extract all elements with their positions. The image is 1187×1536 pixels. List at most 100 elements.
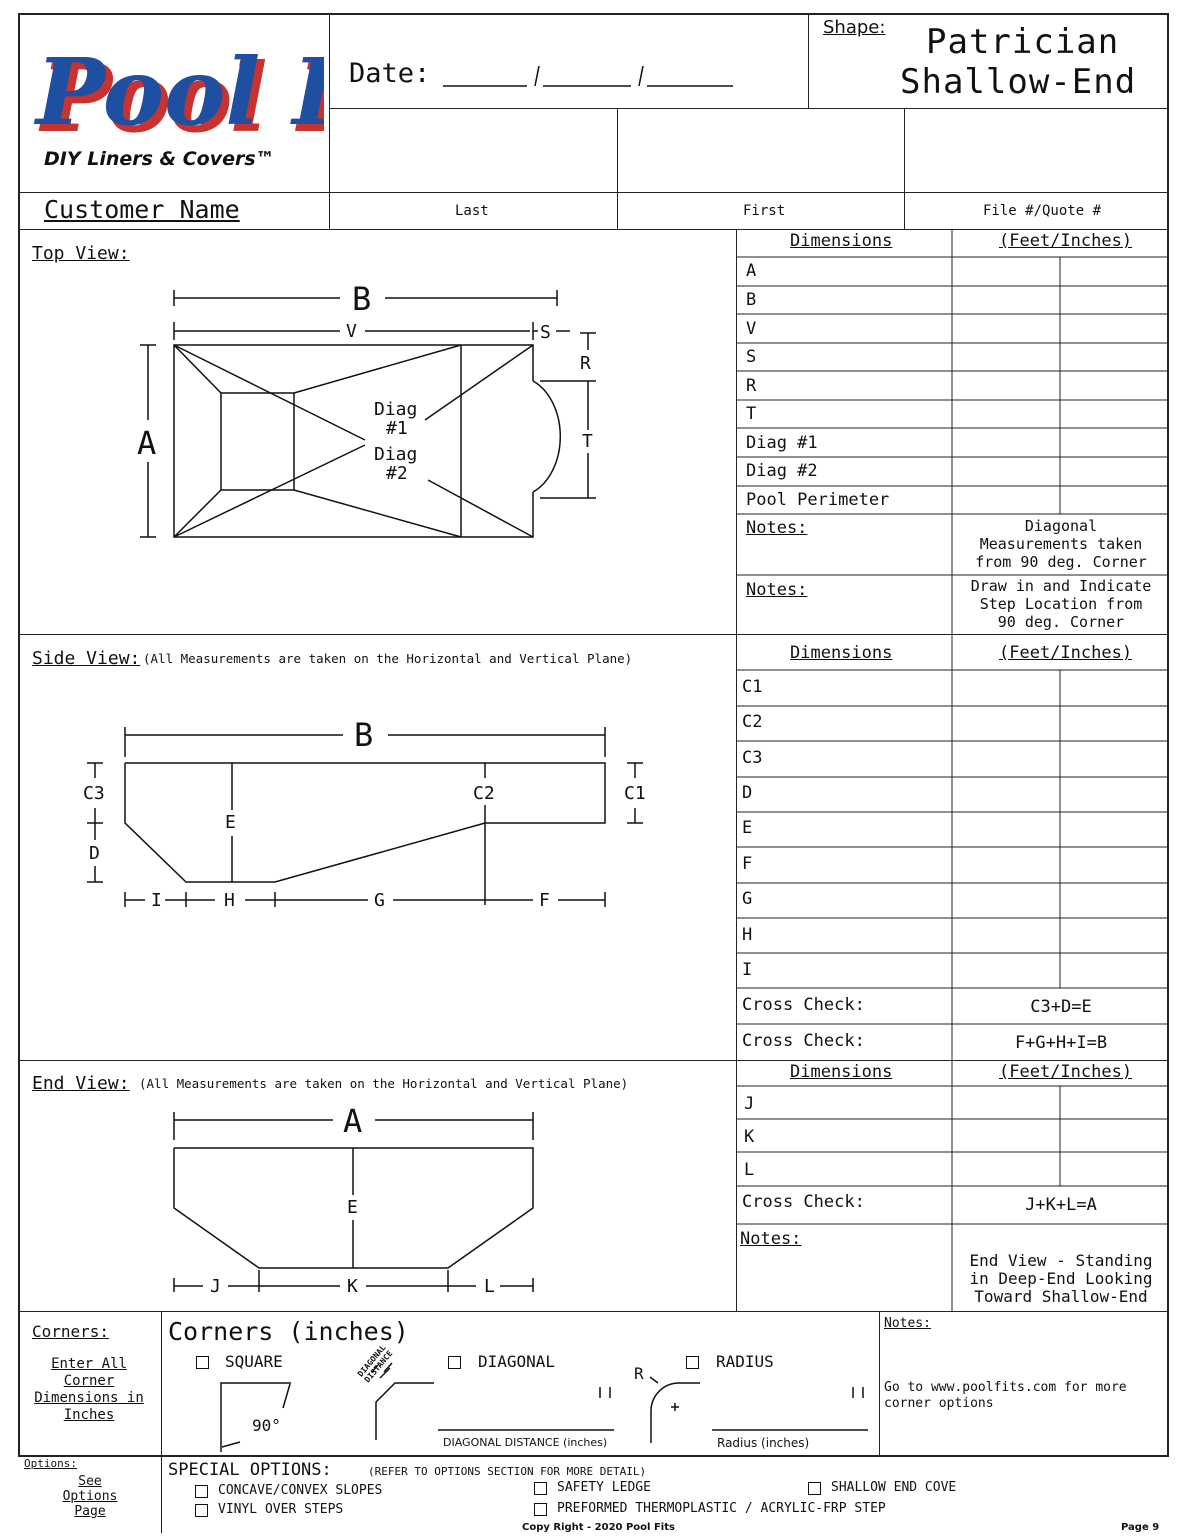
top-b-label: B bbox=[352, 280, 372, 318]
safety-ledge-label: SAFETY LEDGE bbox=[557, 1480, 651, 1495]
corners-title: Corners (inches) bbox=[168, 1317, 409, 1346]
first-name-field[interactable] bbox=[618, 109, 904, 192]
side-g-label: G bbox=[374, 890, 385, 911]
angle-label: 90° bbox=[252, 1416, 281, 1435]
top-v-label: V bbox=[346, 321, 357, 342]
side-row-h: H bbox=[742, 925, 753, 945]
customer-name-label: Customer Name bbox=[44, 195, 240, 224]
end-cross-check-value: J+K+L=A bbox=[1025, 1195, 1097, 1215]
top-s-label: S bbox=[540, 322, 551, 343]
side-unit-header: (Feet/Inches) bbox=[999, 643, 1133, 663]
preformed-step-label: PREFORMED THERMOPLASTIC / ACRYLIC-FRP ST… bbox=[557, 1501, 886, 1516]
divider bbox=[329, 13, 330, 229]
divider bbox=[904, 108, 905, 229]
top-r-label: R bbox=[580, 353, 591, 374]
shape-label: Shape: bbox=[823, 17, 886, 38]
side-view-subtitle: (All Measurements are taken on the Horiz… bbox=[143, 651, 633, 666]
top-a-label: A bbox=[137, 424, 157, 462]
pool-fits-logo: Pool Fits Pool Fits DIY Liners & Covers™ bbox=[24, 20, 494, 186]
preformed-step-checkbox[interactable] bbox=[534, 1503, 547, 1516]
end-view-subtitle: (All Measurements are taken on the Horiz… bbox=[139, 1076, 629, 1091]
end-j-label: J bbox=[210, 1276, 221, 1297]
side-row-i: I bbox=[742, 960, 753, 980]
end-cross-check-label: Cross Check: bbox=[742, 1192, 865, 1212]
divider bbox=[329, 108, 1169, 109]
side-e-label: E bbox=[225, 812, 236, 833]
top-row-b: B bbox=[746, 290, 757, 310]
corners-instructions: Enter All Corner Dimensions in Inches bbox=[20, 1356, 158, 1424]
top-notes2-text: Draw in and Indicate Step Location from … bbox=[953, 577, 1169, 631]
link-line: Options bbox=[62, 1489, 118, 1504]
last-name-field[interactable] bbox=[330, 109, 617, 192]
diag-distance-field-label: DIAGONAL DISTANCE (inches) bbox=[443, 1436, 608, 1449]
top-unit-header: (Feet/Inches) bbox=[999, 231, 1133, 251]
side-f-label: F bbox=[539, 890, 550, 911]
last-label: Last bbox=[455, 203, 489, 219]
logo-tagline: DIY Liners & Covers™ bbox=[44, 148, 275, 170]
diagonal-checkbox[interactable] bbox=[448, 1356, 461, 1369]
vinyl-over-steps-checkbox[interactable] bbox=[195, 1504, 208, 1517]
notes-line: from 90 deg. Corner bbox=[975, 553, 1147, 571]
diag1-label-2: #1 bbox=[386, 418, 408, 439]
notes-line: Go to www.poolfits.com for more bbox=[884, 1380, 1127, 1395]
shallow-end-cove-label: SHALLOW END COVE bbox=[831, 1480, 957, 1495]
diag1-label-1: Diag bbox=[374, 399, 418, 420]
diag-distance-input[interactable] bbox=[438, 1404, 614, 1430]
safety-ledge-checkbox[interactable] bbox=[534, 1482, 547, 1495]
end-notes-label: Notes: bbox=[740, 1229, 802, 1249]
end-view-diagram bbox=[165, 1100, 545, 1300]
divider bbox=[161, 1311, 162, 1533]
corners-notes-text: Go to www.poolfits.com for more corner o… bbox=[884, 1380, 1127, 1412]
end-k-label: K bbox=[347, 1276, 358, 1297]
side-row-e: E bbox=[742, 818, 753, 838]
notes-line: Step Location from bbox=[979, 595, 1143, 613]
end-unit-header: (Feet/Inches) bbox=[999, 1062, 1133, 1082]
end-l-label: L bbox=[484, 1276, 495, 1297]
date-field[interactable] bbox=[443, 65, 735, 90]
notes-line: Diagonal bbox=[1024, 517, 1098, 535]
notes-line: corner options bbox=[884, 1396, 994, 1411]
date-label: Date: bbox=[349, 58, 431, 89]
side-cross-check-1-label: Cross Check: bbox=[742, 995, 865, 1015]
square-label: SQUARE bbox=[225, 1352, 283, 1371]
special-options-subtitle: (REFER TO OPTIONS SECTION FOR MORE DETAI… bbox=[368, 1465, 647, 1478]
side-view-diagram bbox=[78, 710, 648, 920]
form-frame bbox=[18, 13, 1169, 1457]
file-number-field[interactable] bbox=[905, 109, 1168, 192]
corners-label: Corners: bbox=[32, 1322, 110, 1341]
diag2-label-2: #2 bbox=[386, 463, 408, 484]
top-view-title: Top View: bbox=[32, 243, 130, 264]
instructions-line: Corner bbox=[63, 1373, 115, 1389]
radius-checkbox[interactable] bbox=[686, 1356, 699, 1369]
first-label: First bbox=[743, 203, 786, 219]
end-view-title: End View: bbox=[32, 1073, 130, 1094]
instructions-line: Dimensions in bbox=[34, 1390, 144, 1406]
top-dim-table bbox=[737, 230, 1169, 634]
end-dim-header: Dimensions bbox=[790, 1062, 893, 1082]
divider bbox=[18, 192, 1169, 193]
radius-label: RADIUS bbox=[716, 1352, 774, 1371]
square-checkbox[interactable] bbox=[196, 1356, 209, 1369]
side-dim-header: Dimensions bbox=[790, 643, 893, 663]
top-notes1-text: Diagonal Measurements taken from 90 deg.… bbox=[953, 517, 1169, 571]
divider bbox=[617, 108, 618, 229]
special-options-title: SPECIAL OPTIONS: bbox=[168, 1460, 332, 1480]
instructions-line: Inches bbox=[63, 1407, 115, 1423]
vinyl-over-steps-label: VINYL OVER STEPS bbox=[218, 1502, 344, 1517]
corner-sketches bbox=[210, 1350, 880, 1455]
concave-convex-checkbox[interactable] bbox=[195, 1485, 208, 1498]
top-notes2-label: Notes: bbox=[746, 580, 808, 600]
radius-input[interactable] bbox=[712, 1404, 868, 1430]
end-row-j: J bbox=[744, 1094, 755, 1114]
see-options-link[interactable]: See Options Page bbox=[40, 1474, 140, 1519]
top-t-label: T bbox=[582, 431, 593, 452]
end-row-k: K bbox=[744, 1127, 755, 1147]
shallow-end-cove-checkbox[interactable] bbox=[808, 1482, 821, 1495]
file-label: File #/Quote # bbox=[983, 203, 1102, 219]
radius-field-label: Radius (inches) bbox=[717, 1436, 810, 1450]
notes-line: Draw in and Indicate bbox=[970, 577, 1152, 595]
divider bbox=[879, 1311, 880, 1455]
instructions-line: Enter All bbox=[51, 1356, 127, 1372]
side-view-title: Side View: bbox=[32, 648, 141, 669]
side-c3-label: C3 bbox=[83, 783, 105, 804]
